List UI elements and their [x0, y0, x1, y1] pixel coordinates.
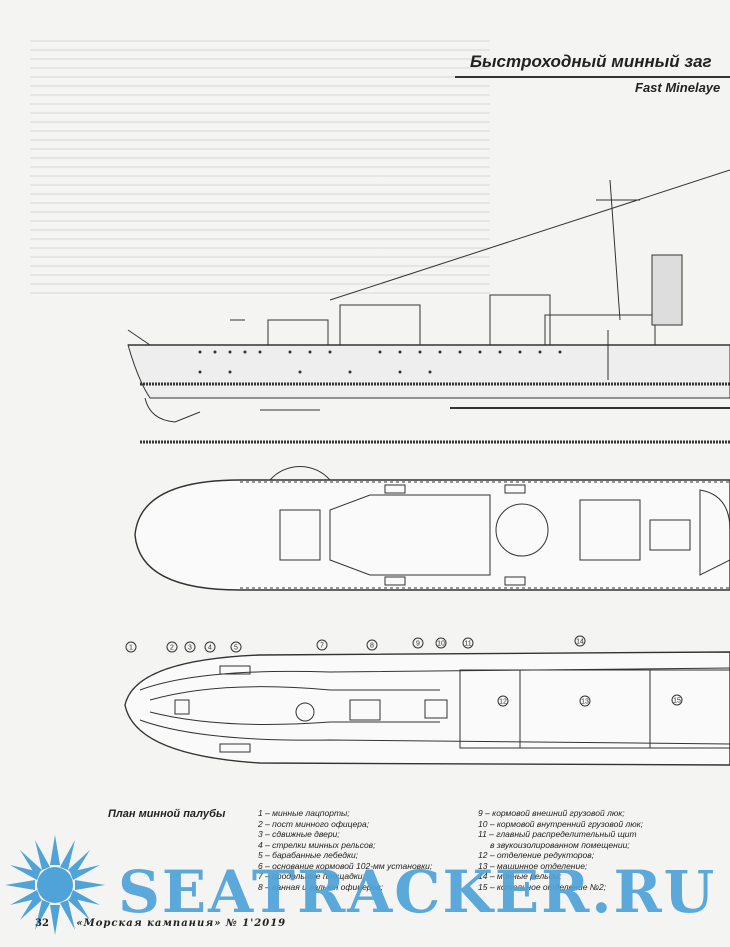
legend-item: 7 – продольные площадки;: [258, 871, 365, 881]
svg-text:7: 7: [320, 643, 324, 650]
svg-text:2: 2: [170, 645, 174, 652]
callout-14: 14: [574, 635, 586, 647]
svg-text:5: 5: [234, 645, 238, 652]
legend-item: 8 – ванная и гальюн офицеров;: [258, 881, 384, 892]
callout-2: 2: [166, 641, 178, 653]
legend-item: 13 – машинное отделение;: [478, 860, 588, 871]
legend-item: 9 – кормовой внешний грузовой люк;: [478, 808, 625, 818]
legend-item: 1 – минные лацпорты;: [258, 808, 350, 818]
callout-7: 7: [316, 639, 328, 651]
legend-item: 5 – барабанные лебедки;: [258, 850, 359, 860]
page-number: 32: [35, 918, 49, 929]
callout-markers: 1 2 3 4 5 7 8 9 10 11 12 13 14 15: [125, 635, 683, 707]
watermark-text: SEATRACKER.RU: [118, 858, 717, 926]
legend-item: 3 – сдвижные двери;: [258, 829, 340, 839]
legend-item: 10 – кормовой внутренний грузовой люк;: [478, 818, 643, 829]
title-underline: [455, 76, 730, 78]
callout-10: 10: [435, 637, 447, 649]
callout-5: 5: [230, 641, 242, 653]
svg-text:15: 15: [673, 698, 681, 705]
svg-text:10: 10: [437, 641, 445, 648]
svg-text:8: 8: [370, 643, 374, 650]
legend-item: в звукоизолированном помещении;: [490, 839, 630, 850]
svg-text:12: 12: [499, 699, 507, 706]
legend-item: 11 – главный распределительный щит: [478, 829, 637, 839]
plan-caption: План минной палубы: [108, 808, 226, 820]
svg-text:14: 14: [576, 639, 584, 646]
legend-item: 15 – котельное отделение №2;: [478, 881, 607, 892]
callout-11: 11: [462, 637, 474, 649]
callout-15: 15: [671, 694, 683, 706]
svg-text:3: 3: [188, 645, 192, 652]
legend-item: 12 – отделение редукторов;: [478, 850, 595, 860]
svg-text:9: 9: [416, 641, 420, 648]
legend-item: 14 – минные рельсы;: [478, 871, 562, 881]
legend-item: 6 – основание кормовой 102-мм установки;: [258, 860, 433, 871]
legend-right: 9 – кормовой внешний грузовой люк; 10 – …: [478, 808, 643, 892]
callout-1-label: 1: [129, 645, 133, 652]
callout-13: 13: [579, 695, 591, 707]
article-title: Быстроходный минный заг: [470, 52, 712, 71]
mine-deck-plan: [124, 651, 730, 766]
callout-12: 12: [497, 695, 509, 707]
article-subtitle: Fast Minelaye: [635, 80, 721, 95]
legend-item: 2 – пост минного офицера;: [258, 818, 370, 829]
svg-text:13: 13: [581, 699, 589, 706]
sun-logo-icon: [5, 835, 105, 935]
magazine-name: «Морская кампания» № 1'2019: [76, 918, 287, 929]
legend-item: 4 – стрелки минных рельсов;: [258, 839, 376, 850]
legend-left: 1 – минные лацпорты; 2 – пост минного оф…: [258, 808, 432, 892]
side-profile: [127, 169, 730, 444]
callout-3: 3: [184, 641, 196, 653]
callout-4: 4: [204, 641, 216, 653]
svg-text:11: 11: [464, 641, 471, 648]
callout-1: 1: [125, 641, 137, 653]
callout-8: 8: [366, 639, 378, 651]
page-footer: 32 «Морская кампания» № 1'2019: [35, 918, 286, 929]
faint-background-text: [30, 40, 490, 300]
top-view: [134, 466, 730, 591]
callout-9: 9: [412, 637, 424, 649]
svg-text:4: 4: [208, 645, 212, 652]
